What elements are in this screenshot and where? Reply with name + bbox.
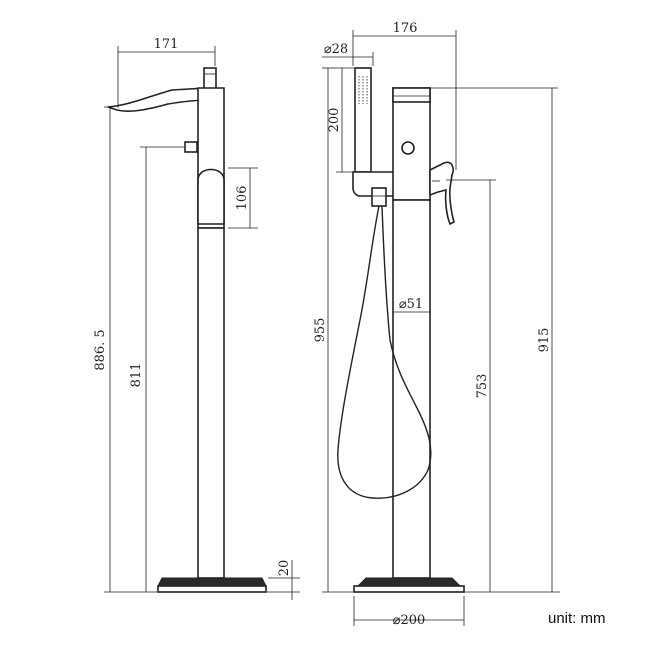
dim-holder-height: 955 bbox=[313, 318, 328, 343]
dim-spout-reach: 171 bbox=[154, 37, 179, 52]
dim-base-dia: ⌀200 bbox=[393, 613, 426, 628]
side-view: 171 106 886. 5 811 20 bbox=[93, 37, 300, 600]
dim-handshower-length: 200 bbox=[327, 108, 342, 133]
front-view: 176 ⌀28 200 955 ⌀51 915 753 ⌀200 bbox=[313, 21, 560, 628]
side-knob bbox=[184, 141, 198, 153]
lever-slot bbox=[197, 168, 225, 225]
riser-pipe bbox=[197, 227, 225, 579]
dim-total-height-side: 886. 5 bbox=[93, 329, 108, 370]
dim-base-thickness: 20 bbox=[277, 560, 292, 577]
dim-handle-height: 753 bbox=[475, 374, 490, 399]
dim-total-height-front: 915 bbox=[537, 328, 552, 353]
dim-body-dia: ⌀51 bbox=[399, 297, 423, 312]
diverter-hole bbox=[401, 141, 415, 155]
lever-handle bbox=[429, 161, 455, 226]
unit-label: unit: mm bbox=[548, 610, 606, 627]
hose-connector bbox=[371, 187, 387, 207]
front-base bbox=[356, 577, 462, 587]
dim-spout-height: 811 bbox=[129, 363, 144, 388]
shower-hose bbox=[337, 205, 432, 499]
cartridge-cap bbox=[203, 67, 217, 91]
dim-overall-width: 176 bbox=[393, 21, 418, 36]
front-riser-pipe bbox=[392, 199, 431, 579]
hand-shower bbox=[354, 67, 372, 173]
dim-handle-opening: 106 bbox=[235, 186, 250, 211]
side-base bbox=[157, 577, 267, 587]
spout bbox=[107, 87, 212, 112]
dim-handshower-dia: ⌀28 bbox=[324, 42, 348, 57]
